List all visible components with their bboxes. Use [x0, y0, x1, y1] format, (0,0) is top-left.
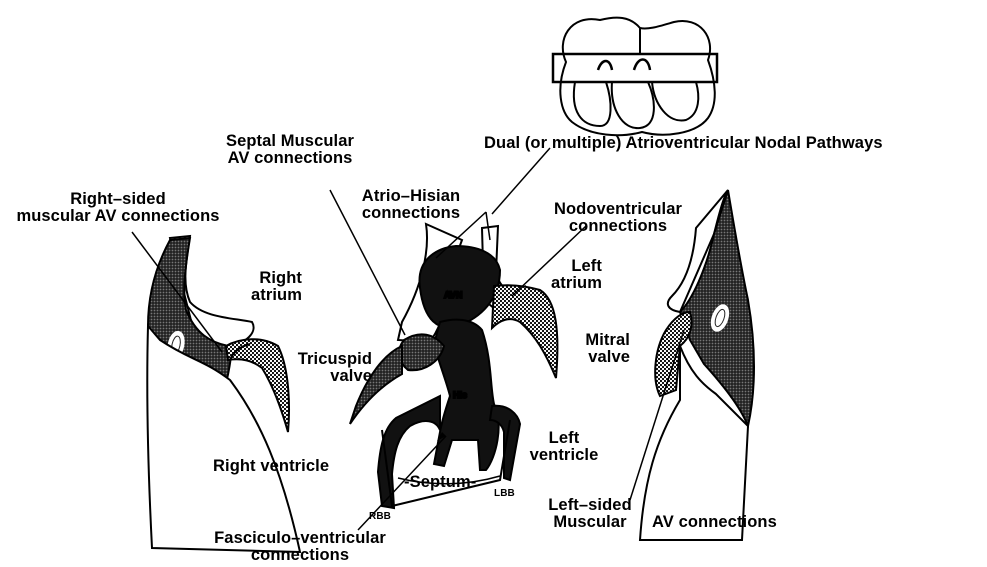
- right-atrium-line-2: atrium: [220, 287, 302, 304]
- septum-label: -Septum-: [404, 474, 476, 491]
- mitral-valve-line-1: Mitral: [556, 332, 630, 349]
- rbb-label: RBB: [369, 512, 391, 522]
- left-atrium-label: Left atrium: [520, 258, 602, 292]
- heart-thumbnail: [553, 18, 717, 136]
- left-sided-line-2: Muscular: [544, 514, 636, 531]
- left-ventricle-label: Left ventricle: [512, 430, 616, 464]
- mitral-valve-label: Mitral valve: [556, 332, 630, 366]
- atrio-hisian-line-1: Atrio–Hisian: [338, 188, 484, 205]
- septum-text: Septum: [410, 473, 471, 491]
- nodoventricular-line-2: connections: [534, 218, 702, 235]
- tricuspid-valve-line-1: Tricuspid: [268, 351, 372, 368]
- nodoventricular-line-1: Nodoventricular: [534, 201, 702, 218]
- right-atrium-line-1: Right: [220, 270, 302, 287]
- right-sided-line-2: muscular AV connections: [4, 208, 232, 225]
- left-sided-av-label: AV connections: [652, 514, 777, 531]
- fasciculo-ventricular-label: Fasciculo–ventricular connections: [186, 530, 414, 564]
- right-atrium-label: Right atrium: [220, 270, 302, 304]
- tricuspid-valve-line-2: valve: [268, 368, 372, 385]
- septal-muscular-line-1: Septal Muscular: [210, 133, 370, 150]
- left-sided-line-1: Left–sided: [544, 497, 636, 514]
- right-sided-label: Right–sided muscular AV connections: [4, 191, 232, 225]
- atrio-hisian-label: Atrio–Hisian connections: [338, 188, 484, 222]
- septal-muscular-label: Septal Muscular AV connections: [210, 133, 370, 167]
- atrio-hisian-line-2: connections: [338, 205, 484, 222]
- nodoventricular-label: Nodoventricular connections: [534, 201, 702, 235]
- left-atrium-line-1: Left: [520, 258, 602, 275]
- svg-text:His: His: [453, 390, 467, 400]
- left-ventricle-line-2: ventricle: [512, 447, 616, 464]
- right-sided-line-1: Right–sided: [4, 191, 232, 208]
- fasciculo-ventricular-line-1: Fasciculo–ventricular: [186, 530, 414, 547]
- right-section: [640, 190, 754, 540]
- svg-text:AVN: AVN: [444, 290, 462, 300]
- fasciculo-ventricular-line-2: connections: [186, 547, 414, 564]
- left-atrium-line-2: atrium: [520, 275, 602, 292]
- right-ventricle-label: Right ventricle: [213, 458, 329, 475]
- dual-pathways-label: Dual (or multiple) Atrioventricular Noda…: [484, 135, 883, 152]
- tricuspid-valve-label: Tricuspid valve: [268, 351, 372, 385]
- lbb-label: LBB: [494, 489, 515, 499]
- left-ventricle-line-1: Left: [512, 430, 616, 447]
- septal-muscular-line-2: AV connections: [210, 150, 370, 167]
- mitral-valve-line-2: valve: [556, 349, 630, 366]
- left-sided-label: Left–sided Muscular: [544, 497, 636, 531]
